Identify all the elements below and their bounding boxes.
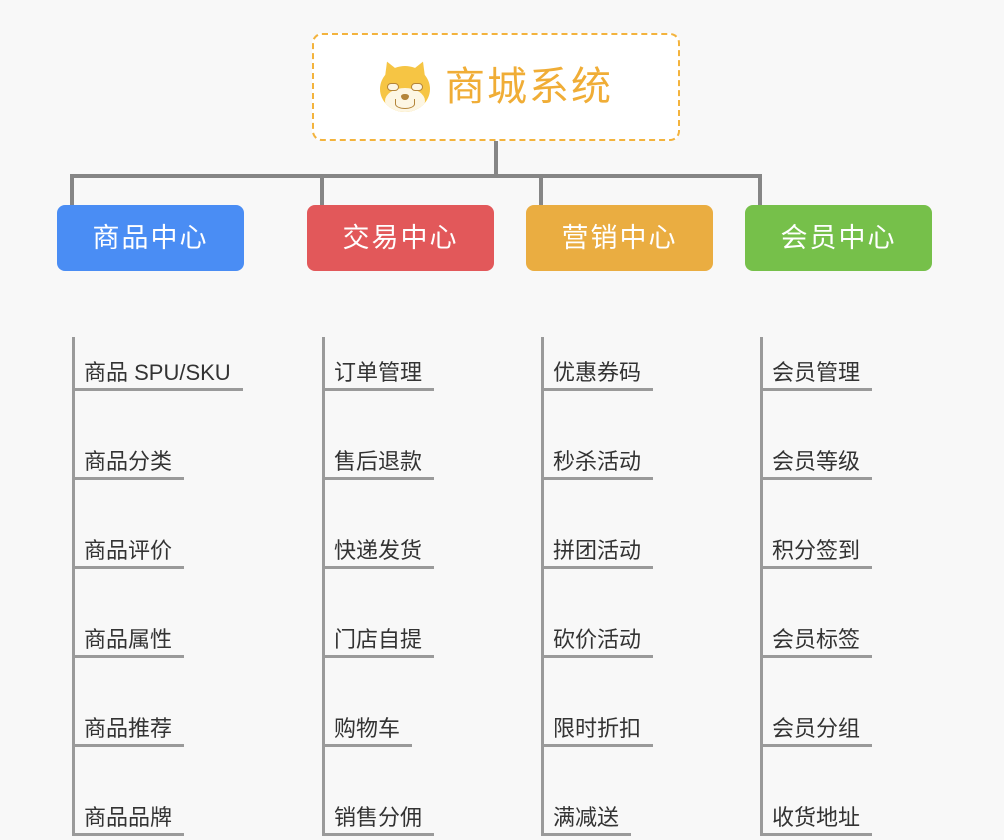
leaf-item-label: 购物车 [334, 715, 401, 741]
category-label: 商品中心 [92, 222, 209, 253]
connector-drop-4 [758, 176, 762, 205]
category-column-4: 会员中心会员管理会员等级积分签到会员标签会员分组收货地址 [745, 205, 932, 836]
category-column-3: 营销中心优惠券码秒杀活动拼团活动砍价活动限时折扣满减送 [526, 205, 713, 836]
leaf-item-label: 秒杀活动 [553, 448, 642, 474]
category-trunk-line [72, 337, 75, 836]
leaf-item[interactable]: 商品 SPU/SKU [72, 347, 243, 391]
leaf-item[interactable]: 商品品牌 [72, 792, 185, 836]
leaf-item-label: 积分签到 [772, 537, 861, 563]
leaf-item[interactable]: 砍价活动 [541, 614, 654, 658]
leaf-item[interactable]: 积分签到 [760, 525, 873, 569]
leaf-item-label: 限时折扣 [553, 715, 642, 741]
category-header-4[interactable]: 会员中心 [745, 205, 932, 271]
leaf-item-label: 拼团活动 [553, 537, 642, 563]
leaf-item[interactable]: 售后退款 [322, 436, 435, 480]
leaf-item[interactable]: 订单管理 [322, 347, 435, 391]
leaf-item[interactable]: 商品推荐 [72, 703, 185, 747]
category-column-2: 交易中心订单管理售后退款快递发货门店自提购物车销售分佣 [307, 205, 494, 836]
leaf-item-label: 商品推荐 [84, 715, 173, 741]
connector-horizontal-bus [70, 174, 762, 178]
leaf-item[interactable]: 会员分组 [760, 703, 873, 747]
leaf-item[interactable]: 限时折扣 [541, 703, 654, 747]
category-trunk-line [541, 337, 544, 836]
leaf-item-label: 优惠券码 [553, 359, 642, 385]
category-label: 会员中心 [780, 222, 897, 253]
leaf-item-label: 快递发货 [334, 537, 423, 563]
leaf-item[interactable]: 会员标签 [760, 614, 873, 658]
leaf-item[interactable]: 满减送 [541, 792, 632, 836]
leaf-item-label: 砍价活动 [553, 626, 642, 652]
leaf-item-label: 商品分类 [84, 448, 173, 474]
dog-eye-right-icon [411, 83, 423, 91]
dog-mouth-icon [395, 99, 415, 109]
leaf-item[interactable]: 会员管理 [760, 347, 873, 391]
connector-drop-3 [539, 176, 543, 205]
leaf-item-label: 商品品牌 [84, 804, 173, 830]
leaf-item[interactable]: 拼团活动 [541, 525, 654, 569]
leaf-item[interactable]: 商品分类 [72, 436, 185, 480]
leaf-item[interactable]: 购物车 [322, 703, 413, 747]
connector-drop-2 [320, 176, 324, 205]
category-header-3[interactable]: 营销中心 [526, 205, 713, 271]
connector-root-stem [494, 141, 498, 176]
leaf-item-label: 会员标签 [772, 626, 861, 652]
leaf-item[interactable]: 门店自提 [322, 614, 435, 658]
category-trunk-line [760, 337, 763, 836]
leaf-item[interactable]: 商品属性 [72, 614, 185, 658]
dog-eye-left-icon [387, 83, 399, 91]
leaf-item[interactable]: 秒杀活动 [541, 436, 654, 480]
root-title: 商城系统 [445, 65, 613, 109]
dog-nose-icon [401, 94, 409, 100]
leaf-item-label: 满减送 [553, 804, 620, 830]
leaf-item[interactable]: 会员等级 [760, 436, 873, 480]
leaf-item-label: 门店自提 [334, 626, 423, 652]
leaf-item-label: 会员分组 [772, 715, 861, 741]
leaf-item[interactable]: 销售分佣 [322, 792, 435, 836]
connector-drop-1 [70, 176, 74, 205]
shiba-dog-face-icon [378, 58, 432, 113]
leaf-item-label: 售后退款 [334, 448, 423, 474]
leaf-item-label: 订单管理 [334, 359, 423, 385]
dog-head-icon [380, 66, 430, 112]
leaf-item-label: 会员管理 [772, 359, 861, 385]
category-label: 交易中心 [342, 222, 459, 253]
category-column-1: 商品中心商品 SPU/SKU 商品分类商品评价商品属性商品推荐商品品牌 [57, 205, 244, 836]
category-header-2[interactable]: 交易中心 [307, 205, 494, 271]
category-label: 营销中心 [561, 222, 678, 253]
leaf-item-label: 收货地址 [772, 804, 861, 830]
leaf-item-label: 销售分佣 [334, 804, 423, 830]
leaf-item[interactable]: 快递发货 [322, 525, 435, 569]
category-trunk-line [322, 337, 325, 836]
leaf-item-label: 商品 SPU/SKU [84, 359, 231, 385]
leaf-item-label: 商品评价 [84, 537, 173, 563]
leaf-item-label: 商品属性 [84, 626, 173, 652]
category-header-1[interactable]: 商品中心 [57, 205, 244, 271]
root-node[interactable]: 商城系统 [312, 33, 680, 141]
leaf-item[interactable]: 收货地址 [760, 792, 873, 836]
leaf-item-label: 会员等级 [772, 448, 861, 474]
leaf-item[interactable]: 优惠券码 [541, 347, 654, 391]
leaf-item[interactable]: 商品评价 [72, 525, 185, 569]
